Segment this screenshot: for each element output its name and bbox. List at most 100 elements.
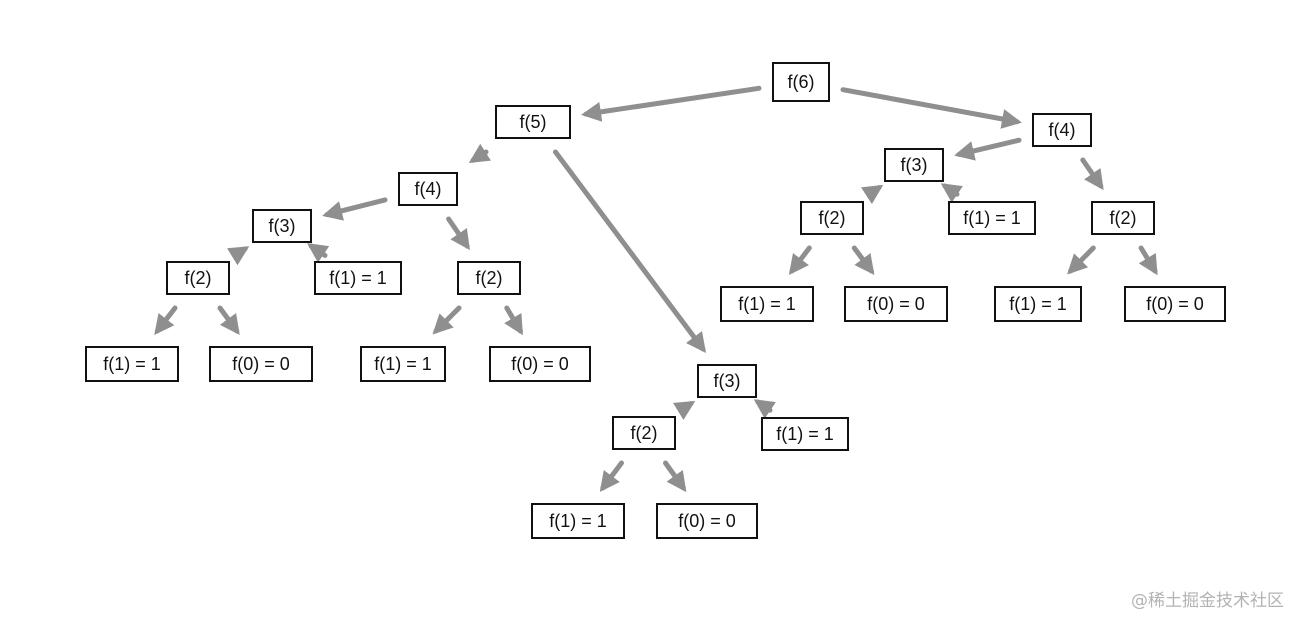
node-box — [656, 503, 758, 539]
node-n1a: f(1) = 1 — [85, 346, 179, 382]
node-n1c: f(1) = 1 — [360, 346, 446, 382]
node-n0c: f(0) = 0 — [489, 346, 591, 382]
node-label: f(2) — [1110, 208, 1137, 228]
node-n1g: f(1) = 1 — [948, 201, 1036, 235]
node-label: f(1) = 1 — [549, 511, 607, 531]
node-box — [720, 286, 814, 322]
node-n1f: f(1) = 1 — [720, 286, 814, 322]
edge-arrow-n3c-to-n2d — [860, 184, 884, 205]
node-n4r: f(4) — [1032, 113, 1092, 147]
node-n6: f(6) — [772, 62, 830, 102]
node-n0f: f(0) = 0 — [844, 286, 948, 322]
node-label: f(0) = 0 — [1146, 294, 1204, 314]
edge-arrow-n4l-to-n2b — [446, 216, 470, 251]
node-label: f(1) = 1 — [776, 424, 834, 444]
node-label: f(4) — [1049, 120, 1076, 140]
edge-arrow-n2c-to-n0d — [663, 460, 687, 493]
node-box — [1032, 113, 1092, 147]
node-box — [209, 346, 313, 382]
node-box — [1124, 286, 1226, 322]
node-n0a: f(0) = 0 — [209, 346, 313, 382]
node-box — [166, 261, 230, 295]
node-box — [531, 503, 625, 539]
node-n3a: f(3) — [252, 209, 312, 243]
node-n1d: f(1) = 1 — [531, 503, 625, 539]
node-n3c: f(3) — [884, 148, 944, 182]
node-n1e: f(1) = 1 — [761, 417, 849, 451]
edge-arrow-n3b-to-n1e — [753, 399, 776, 419]
edge-arrow-n6-to-n4r — [840, 87, 1022, 129]
node-box — [398, 172, 458, 206]
nodes-layer: f(6) f(5) f(4) f(4) f(3) f(2) f(1) = 1 f(0) = 0… — [85, 62, 1226, 539]
edge-arrow-n2a-to-n1a — [154, 305, 178, 335]
edge-arrow-n2d-to-n1f — [788, 245, 812, 275]
node-label: f(6) — [788, 72, 815, 92]
edge-arrow-n3c-to-n1g — [940, 183, 963, 203]
edge-arrow-n3a-to-n2a — [226, 246, 250, 266]
edge-arrow-n2c-to-n1d — [599, 460, 624, 493]
edge-arrow-n2e-to-n1h — [1067, 245, 1096, 275]
node-n2e: f(2) — [1091, 201, 1155, 235]
edge-arrow-n2b-to-n0c — [504, 305, 523, 336]
node-box — [457, 261, 521, 295]
edge-arrow-n2d-to-n0f — [851, 245, 875, 276]
node-label: f(1) = 1 — [103, 354, 161, 374]
node-box — [360, 346, 446, 382]
edge-arrow-n3b-to-n2c — [672, 400, 696, 420]
edge-arrow-n2e-to-n0h — [1138, 245, 1158, 276]
edge-arrow-n5-to-n3b — [553, 149, 706, 354]
edge-arrow-n4r-to-n3c — [954, 137, 1022, 161]
node-box — [495, 105, 571, 139]
node-box — [761, 417, 849, 451]
edge-arrow-n6-to-n5 — [581, 85, 762, 122]
node-n0d: f(0) = 0 — [656, 503, 758, 539]
node-box — [844, 286, 948, 322]
edge-arrow-n4r-to-n2e — [1080, 157, 1104, 191]
node-n1h: f(1) = 1 — [994, 286, 1082, 322]
node-n3b: f(3) — [697, 364, 757, 398]
node-label: f(0) = 0 — [678, 511, 736, 531]
node-box — [884, 148, 944, 182]
node-n2d: f(2) — [800, 201, 864, 235]
node-box — [772, 62, 830, 102]
node-box — [252, 209, 312, 243]
node-label: f(2) — [819, 208, 846, 228]
node-label: f(1) = 1 — [738, 294, 796, 314]
node-label: f(1) = 1 — [329, 268, 387, 288]
edge-arrow-n3a-to-n1b — [307, 243, 330, 263]
node-label: f(3) — [269, 216, 296, 236]
node-box — [697, 364, 757, 398]
node-label: f(1) = 1 — [1009, 294, 1067, 314]
watermark: @稀土掘金技术社区 — [1131, 591, 1284, 611]
node-box — [612, 416, 676, 450]
edge-arrow-n5-to-n4l — [468, 143, 492, 163]
node-box — [800, 201, 864, 235]
node-box — [994, 286, 1082, 322]
node-n0h: f(0) = 0 — [1124, 286, 1226, 322]
edge-arrow-n2b-to-n1c — [432, 305, 462, 335]
node-label: f(3) — [901, 155, 928, 175]
node-n1b: f(1) = 1 — [314, 261, 402, 295]
node-label: f(0) = 0 — [232, 354, 290, 374]
node-label: f(0) = 0 — [867, 294, 925, 314]
node-box — [489, 346, 591, 382]
node-label: f(2) — [476, 268, 503, 288]
node-label: f(2) — [631, 423, 658, 443]
node-n2b: f(2) — [457, 261, 521, 295]
edge-arrow-n2a-to-n0a — [217, 305, 240, 336]
node-box — [948, 201, 1036, 235]
node-box — [314, 261, 402, 295]
node-n2c: f(2) — [612, 416, 676, 450]
node-label: f(4) — [415, 179, 442, 199]
node-label: f(1) = 1 — [963, 208, 1021, 228]
node-box — [85, 346, 179, 382]
node-box — [1091, 201, 1155, 235]
node-label: f(5) — [520, 112, 547, 132]
node-label: f(0) = 0 — [511, 354, 569, 374]
edges-layer — [154, 85, 1158, 493]
node-label: f(2) — [185, 268, 212, 288]
edge-arrow-n4l-to-n3a — [322, 197, 388, 221]
node-n5: f(5) — [495, 105, 571, 139]
node-n2a: f(2) — [166, 261, 230, 295]
